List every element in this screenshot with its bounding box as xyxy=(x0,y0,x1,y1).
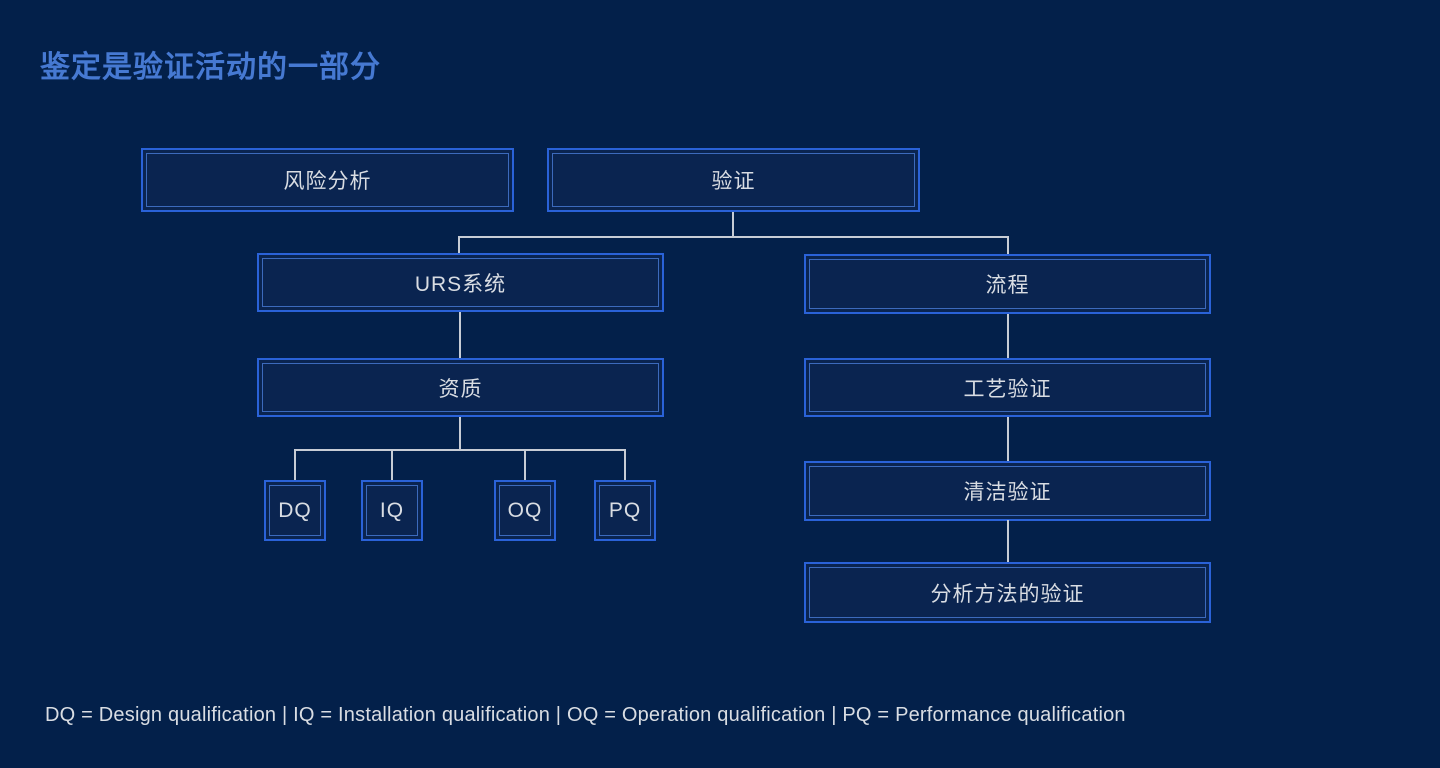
node-iq: IQ xyxy=(361,480,423,541)
node-cleaning-validation: 清洁验证 xyxy=(804,461,1211,521)
connector-to-pq xyxy=(624,449,626,480)
connector-process-validation-to-cleaning xyxy=(1007,417,1009,461)
node-process-validation-label: 工艺验证 xyxy=(963,377,1052,401)
node-oq: OQ xyxy=(494,480,556,541)
node-cleaning-validation-label: 清洁验证 xyxy=(963,481,1052,504)
node-qualification: 资质 xyxy=(257,358,664,417)
node-pq-label: PQ xyxy=(608,498,642,522)
connector-qualification-down xyxy=(459,417,461,450)
connector-validation-down xyxy=(732,212,734,237)
connector-branch-to-process xyxy=(1007,236,1009,255)
node-dq-label: DQ xyxy=(278,498,312,522)
connector-to-dq xyxy=(294,449,296,480)
connector-qualification-horizontal xyxy=(294,449,626,451)
connector-branch-to-urs xyxy=(458,236,460,254)
connector-urs-to-qualification xyxy=(459,312,461,358)
connector-cleaning-to-analytical xyxy=(1007,520,1009,562)
node-risk-analysis: 风险分析 xyxy=(141,148,514,212)
node-oq-label: OQ xyxy=(507,498,543,522)
node-urs-system: URS系统 xyxy=(257,253,664,312)
page-title: 鉴定是验证活动的一部分 xyxy=(40,51,381,84)
footer-legend: DQ = Design qualification | IQ = Install… xyxy=(45,704,1126,726)
node-iq-label: IQ xyxy=(379,498,405,522)
node-process: 流程 xyxy=(804,254,1211,314)
node-analytical-method-validation: 分析方法的验证 xyxy=(804,562,1211,623)
node-analytical-method-validation-label: 分析方法的验证 xyxy=(930,582,1085,606)
node-risk-analysis-label: 风险分析 xyxy=(283,170,372,193)
node-urs-system-label: URS系统 xyxy=(414,272,507,296)
node-process-label: 流程 xyxy=(985,274,1030,297)
node-validation: 验证 xyxy=(547,148,920,212)
node-dq: DQ xyxy=(264,480,326,541)
node-pq: PQ xyxy=(594,480,656,541)
node-process-validation: 工艺验证 xyxy=(804,358,1211,417)
node-validation-label: 验证 xyxy=(711,170,756,193)
connector-process-to-process-validation xyxy=(1007,314,1009,358)
connector-to-iq xyxy=(391,449,393,480)
node-qualification-label: 资质 xyxy=(438,377,483,401)
connector-branch-horizontal xyxy=(458,236,1009,238)
connector-to-oq xyxy=(524,449,526,480)
